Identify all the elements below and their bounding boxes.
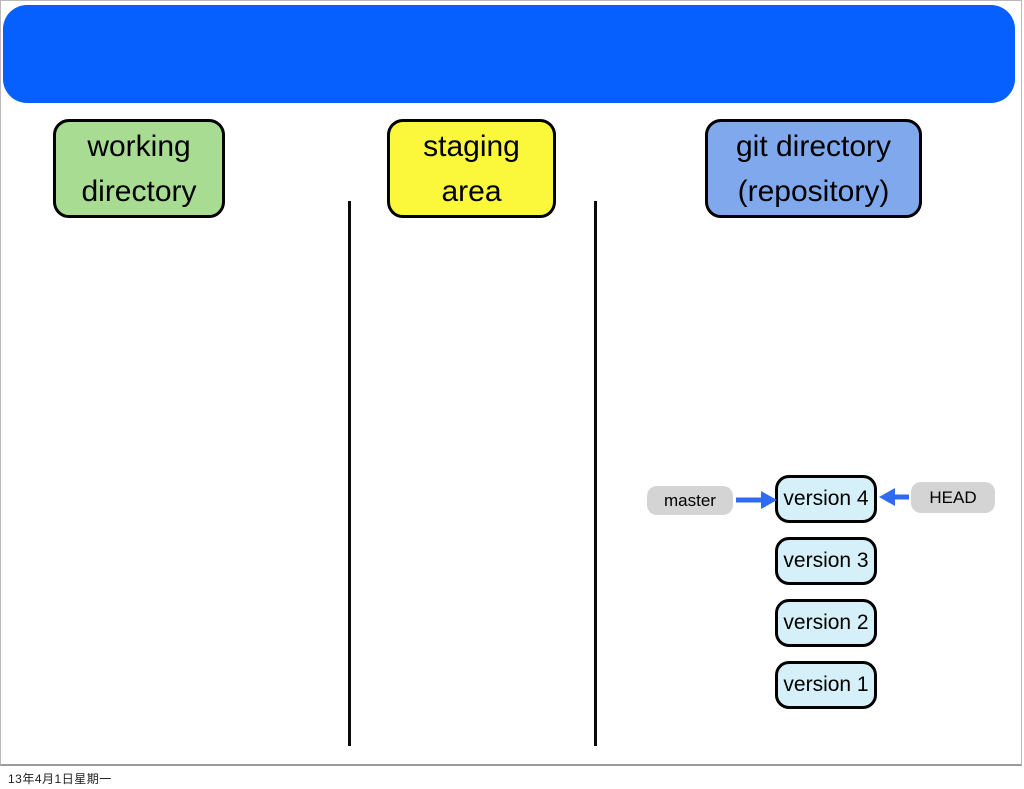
column-header-git-directory: git directory (repository)	[705, 119, 922, 218]
slide-title-bar	[3, 5, 1015, 103]
master-arrow-icon	[736, 491, 777, 509]
column-divider-right	[594, 201, 597, 746]
column-divider-left	[348, 201, 351, 746]
column-header-staging-area: staging area	[387, 119, 556, 218]
commit-box-version-1: version 1	[775, 661, 877, 709]
slide-canvas: working directory staging area git direc…	[0, 0, 1022, 766]
commit-box-version-2: version 2	[775, 599, 877, 647]
master-branch-label: master	[647, 486, 733, 515]
commit-box-version-3: version 3	[775, 537, 877, 585]
head-pointer-label: HEAD	[911, 482, 995, 513]
column-header-working-directory: working directory	[53, 119, 225, 218]
head-arrow-icon	[879, 488, 909, 506]
slide-date-stamp: 13年4月1日星期一	[8, 772, 112, 786]
commit-box-version-4: version 4	[775, 475, 877, 523]
